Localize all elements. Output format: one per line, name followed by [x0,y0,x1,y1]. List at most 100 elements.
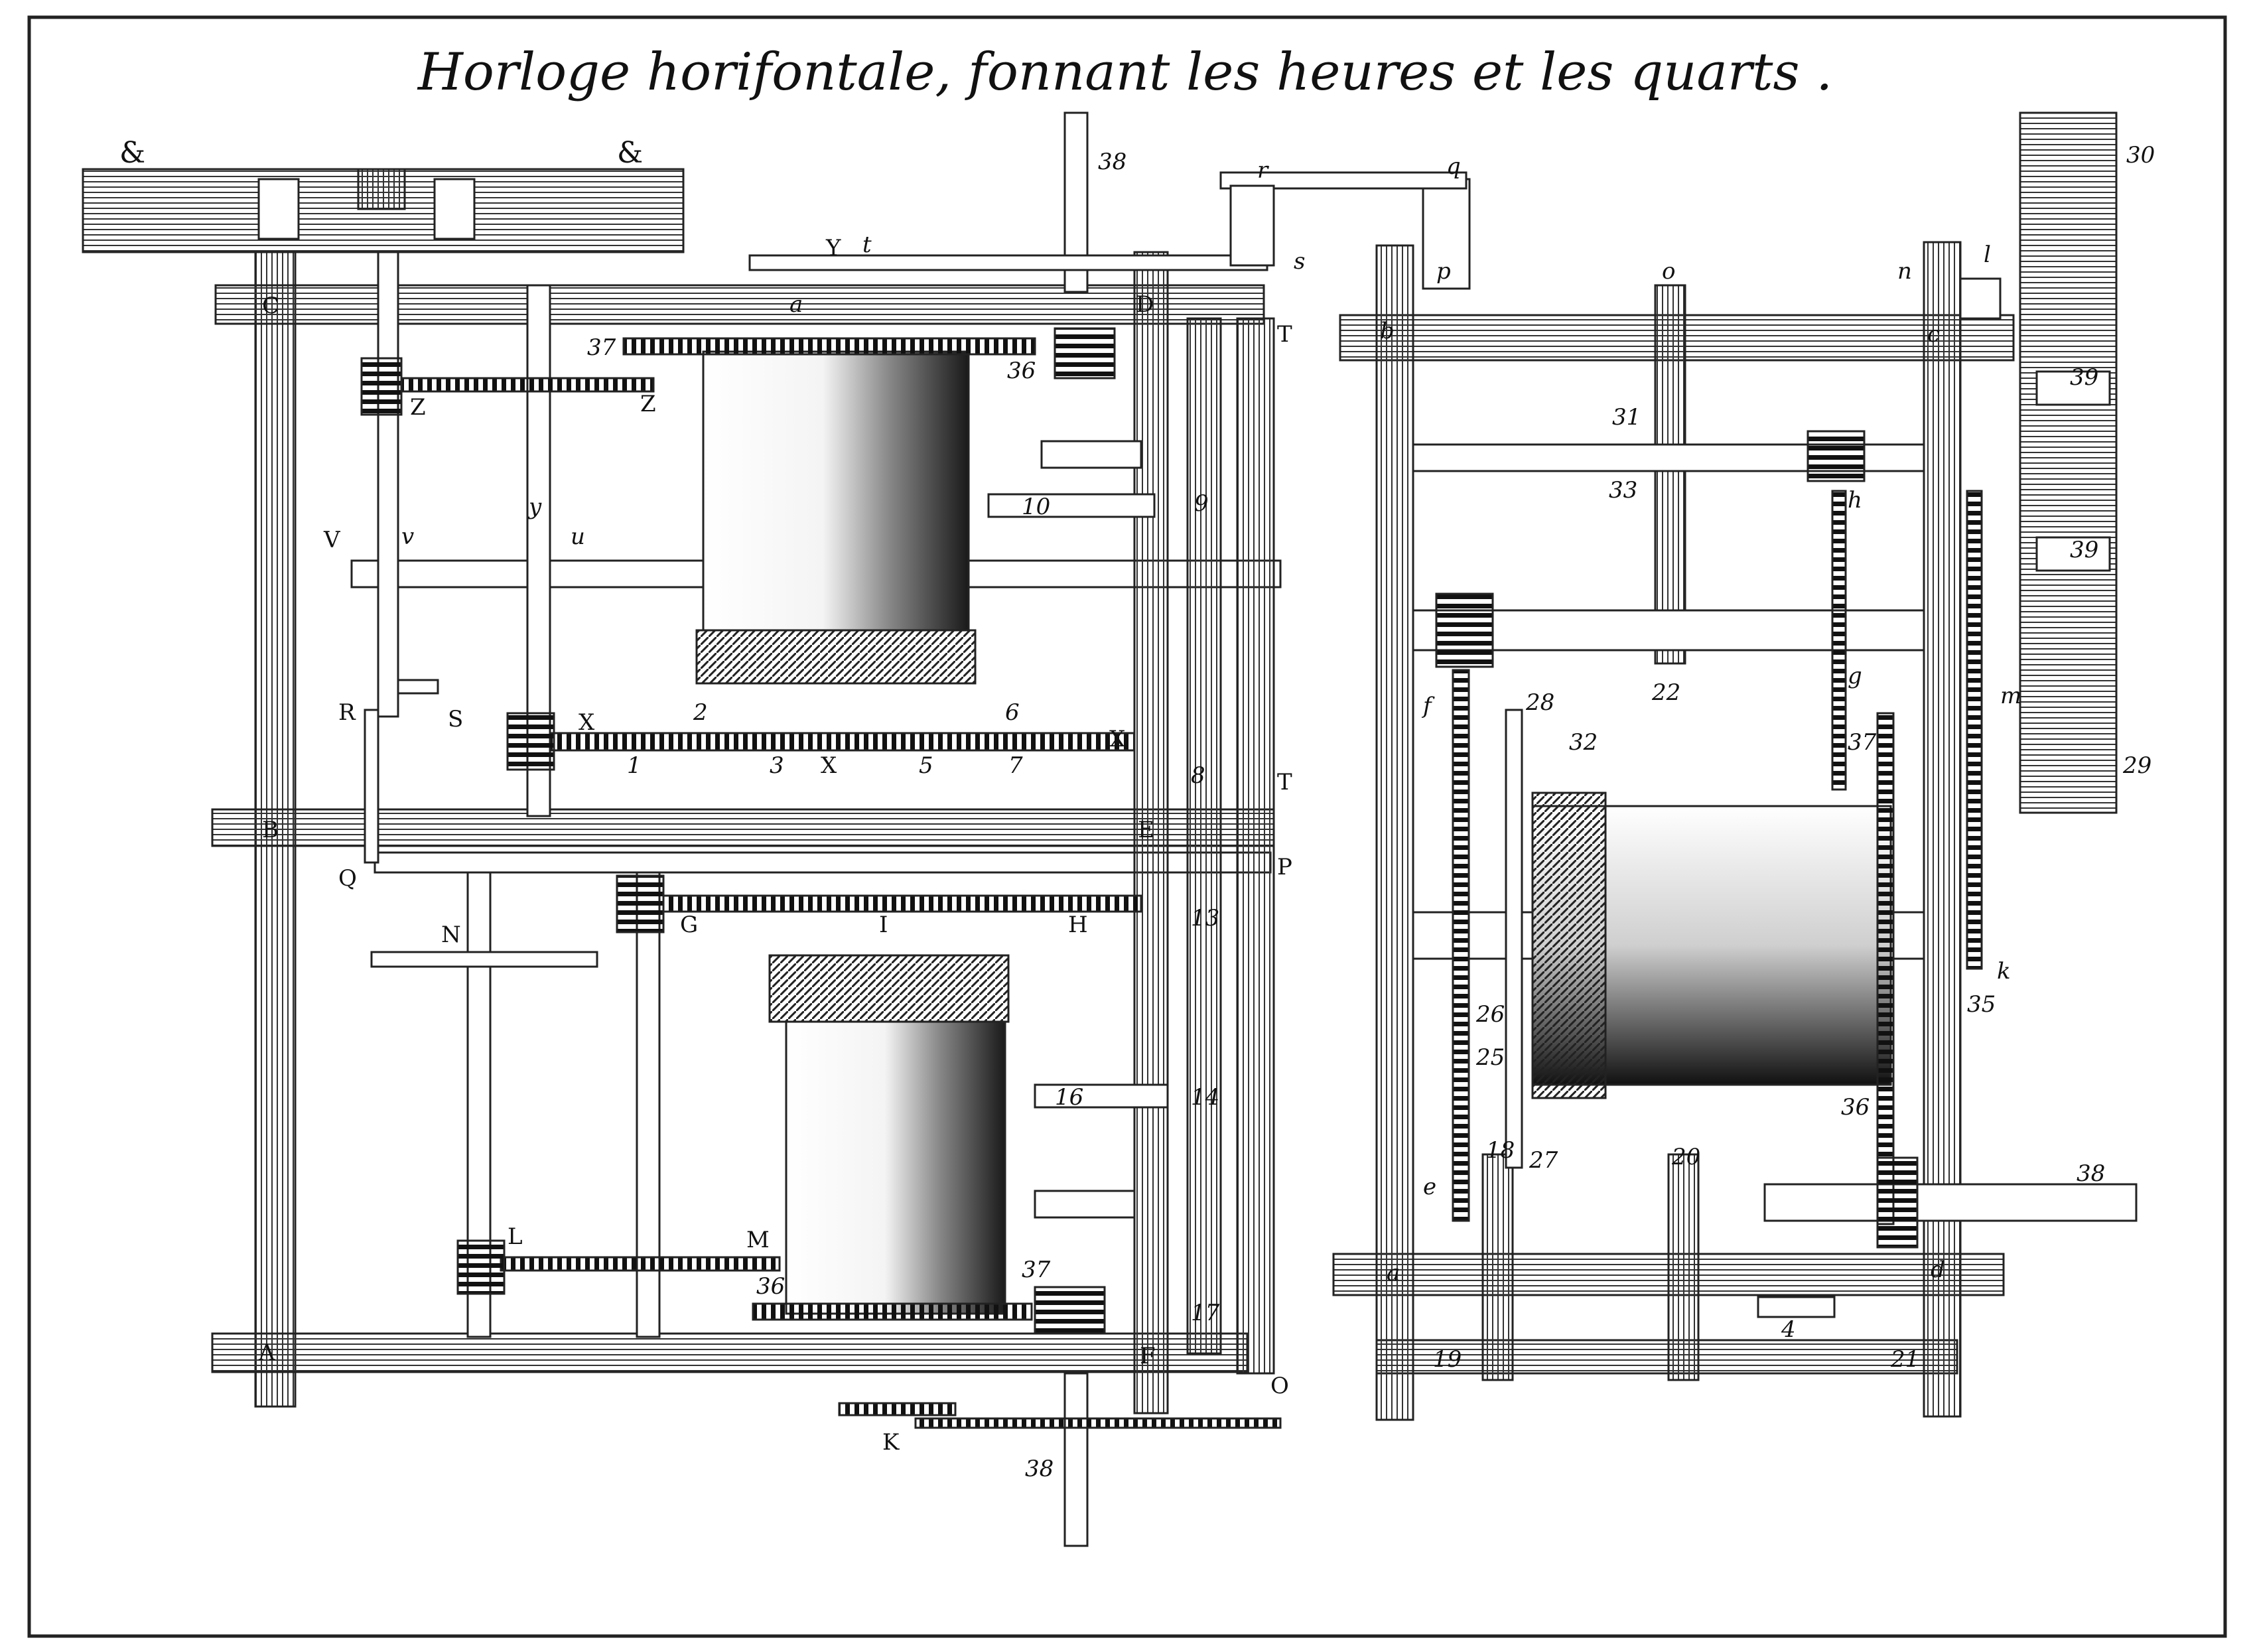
wheel-K [838,1402,957,1416]
label-R: R [338,699,356,726]
spool-r [1229,184,1275,267]
label-t: t [862,232,872,258]
pinion-Z [360,357,403,416]
label-S: S [448,706,463,732]
label-a: a [789,291,803,318]
num-36-right: 36 [1841,1094,1870,1121]
label-c: c [1927,321,1940,348]
post-o [1654,284,1686,665]
label-Q: Q [338,865,357,892]
label-s: s [1294,248,1305,275]
lever-top [1040,440,1142,469]
label-B: B [262,817,279,843]
label-v: v [401,523,414,550]
num-7: 7 [1008,752,1023,779]
count-wheel-N [370,951,598,968]
num-36-bot: 36 [756,1273,785,1300]
upper-drum [702,350,970,632]
arbor-38-bottom [1063,1372,1089,1547]
side-bar-30-29 [2019,111,2118,814]
num-10: 10 [1022,494,1050,520]
label-X3: X [1109,726,1126,752]
wheel-Z [400,377,655,393]
label-G: G [680,912,698,938]
plate-BE [211,808,1275,847]
plate-border [27,15,2227,1638]
label-E: E [1138,817,1154,843]
arbor-Z [377,251,399,718]
num-4: 4 [1781,1316,1796,1343]
num-28: 28 [1525,689,1554,716]
wheel-GH [662,894,1142,913]
num-19: 19 [1433,1346,1462,1373]
hook-R [364,709,379,864]
post-b [1375,244,1414,1421]
lower-drum [785,1020,1006,1315]
lever-16 [1034,1083,1169,1109]
right-movement [1219,111,2138,1421]
pinion-X [506,712,555,771]
label-C: C [262,293,279,319]
pinion-f [1435,592,1494,668]
label-T2: T [1277,769,1292,795]
num-16: 16 [1055,1084,1083,1111]
label-o: o [1662,258,1675,285]
label-n: n [1897,258,1912,285]
cam-l [1959,277,2002,320]
label-u: u [571,523,585,550]
label-e: e [1423,1174,1436,1200]
num-39a: 39 [2070,364,2098,391]
wheel-36-bot [752,1302,1033,1321]
num-25: 25 [1475,1044,1505,1071]
num-22: 22 [1651,679,1680,706]
num-14: 14 [1191,1084,1219,1111]
num-1: 1 [627,752,642,779]
wheel-k [1966,490,1983,970]
pinion-L [456,1239,506,1295]
label-l: l [1984,241,1991,268]
lever-bottom [1034,1190,1136,1219]
upper-cord [695,629,977,685]
wheel-LM [500,1256,781,1272]
label-I: I [879,912,888,938]
num-17: 17 [1191,1300,1220,1326]
right-plate-base [1375,1339,1958,1375]
label-L: L [508,1223,523,1250]
num-38-top: 38 [1098,149,1126,175]
label-T1: T [1277,321,1292,348]
num-9: 9 [1194,490,1209,517]
wheel-37-r [1876,712,1895,1225]
label-h: h [1848,487,1862,514]
label-f: f [1421,693,1435,719]
post-20 [1667,1153,1700,1381]
num-37-top: 37 [587,334,616,361]
label-D: D [1136,291,1154,318]
pinion-36-top [1054,327,1116,379]
plate-AF [211,1332,1249,1373]
pinion-h [1807,430,1866,482]
hook-S [397,679,439,695]
label-O: O [1270,1373,1289,1399]
num-38-right: 38 [2077,1160,2105,1187]
lower-cord [768,954,1010,1023]
num-18: 18 [1486,1137,1515,1164]
label-P: P [1277,854,1292,880]
left-labels: & & C a D Y t r s q Z Z V v y u R S X X … [119,136,1461,1482]
wheel-X [549,732,1136,752]
wheel-f [1452,669,1470,1222]
label-M: M [746,1227,770,1253]
pinion-38-r [1876,1156,1919,1249]
plate-Q [374,851,1272,874]
label-F: F [1140,1343,1156,1369]
label-K: K [882,1429,900,1456]
label-p: p [1436,258,1451,285]
label-Y: Y [825,235,841,261]
wheel-37-top [622,337,1036,356]
num-13: 13 [1191,905,1219,931]
label-Z2: Z [640,391,656,417]
num-21: 21 [1890,1346,1919,1373]
num-33: 33 [1609,477,1637,504]
plate-title: Horloge horifontale, fonnant les heures … [417,42,1832,102]
label-A: A [258,1340,275,1366]
